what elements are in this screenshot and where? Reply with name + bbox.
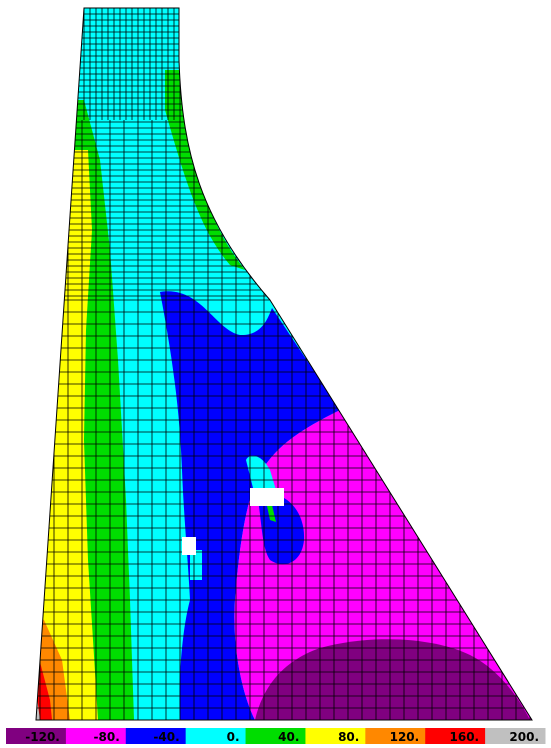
- legend-label: 160.: [450, 730, 480, 744]
- legend-label: 200.: [509, 730, 539, 744]
- legend-swatch: [185, 728, 247, 744]
- legend-swatch: [65, 728, 127, 744]
- legend-swatch: [245, 728, 306, 744]
- legend-color-bar: -120. -80. -40. 0. 40. 80. 120. 160. 200.: [6, 728, 546, 744]
- legend-swatch: [305, 728, 366, 744]
- legend-swatch: [6, 728, 67, 744]
- legend-label: 40.: [278, 730, 299, 744]
- zone-grey-corner: [36, 680, 40, 720]
- legend-label: -120.: [25, 730, 60, 744]
- legend-swatch: [125, 728, 187, 744]
- legend-swatch: [365, 728, 426, 744]
- zone-orange-corner: [36, 600, 70, 720]
- zone-purple: [255, 639, 530, 720]
- legend-swatch: [485, 728, 546, 744]
- zone-cyan-small-gallery: [190, 550, 202, 580]
- dam-outline: [35, 7, 533, 721]
- zone-blue: [160, 291, 340, 720]
- legend-label: 80.: [338, 730, 359, 744]
- legend-label: 120.: [390, 730, 420, 744]
- legend-label: 0.: [227, 730, 240, 744]
- legend-swatch: [425, 728, 486, 744]
- legend-label: -80.: [94, 730, 120, 744]
- gallery-opening-small: [182, 537, 196, 555]
- legend-label: -40.: [153, 730, 179, 744]
- gallery-opening-large: [250, 488, 284, 506]
